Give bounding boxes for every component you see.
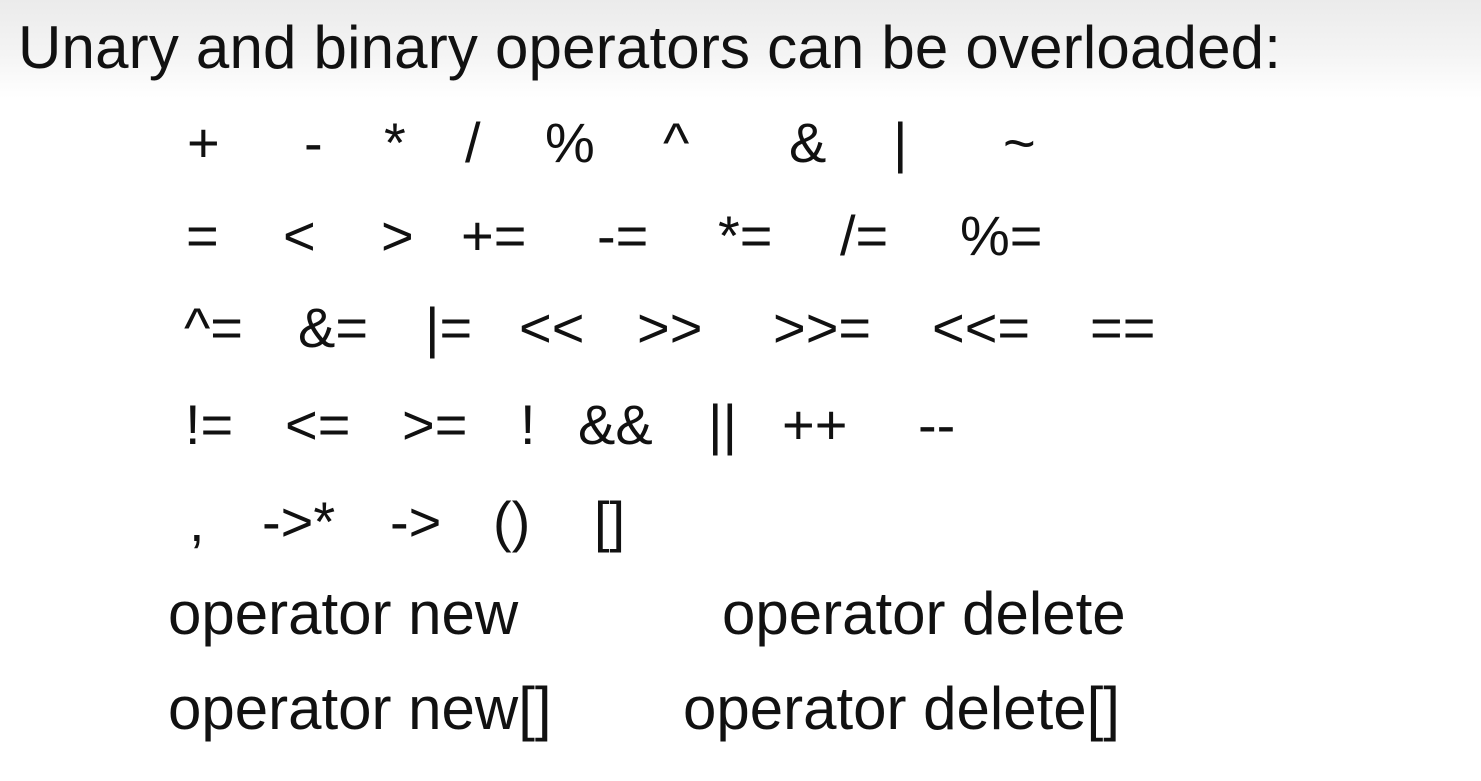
operator-token: ~	[1003, 111, 1036, 174]
operator-token: >=	[402, 393, 468, 456]
special-operators-row-1: operator new operator delete	[0, 574, 1481, 654]
operator-token: /	[465, 111, 481, 174]
operator-token: &	[789, 111, 827, 174]
title-band	[0, 0, 1481, 98]
special-operators-row-2: operator new[] operator delete[]	[0, 669, 1481, 749]
operator-token: +=	[461, 204, 527, 267]
operator-token: *=	[718, 204, 773, 267]
operator-token: &=	[298, 296, 369, 359]
operator-row-4: != <= >= ! && || ++ --	[0, 390, 1481, 460]
operator-token: ^=	[184, 296, 243, 359]
special-operator: operator delete[]	[683, 675, 1120, 742]
operator-token: !=	[185, 393, 234, 456]
operator-token: *	[384, 111, 406, 174]
operator-row-3: ^= &= |= << >> >>= <<= ==	[0, 293, 1481, 363]
operator-token: <<	[519, 296, 585, 359]
operator-token: /=	[840, 204, 889, 267]
operator-token: ->*	[262, 490, 336, 553]
operator-token: %	[545, 111, 595, 174]
special-operator: operator new[]	[168, 675, 552, 742]
operator-token: %=	[960, 204, 1043, 267]
special-operator: operator delete	[722, 580, 1126, 647]
operator-token: ==	[1090, 296, 1156, 359]
operator-token: ||	[708, 393, 738, 456]
operator-token: ()	[493, 490, 531, 553]
operator-token: -=	[597, 204, 649, 267]
operator-token: !	[520, 393, 536, 456]
operator-row-2: = < > += -= *= /= %=	[0, 201, 1481, 271]
operator-token: >>=	[773, 296, 872, 359]
operator-token: =	[186, 204, 219, 267]
operator-token: >>	[637, 296, 703, 359]
operator-token: |=	[425, 296, 473, 359]
operator-token: -	[304, 111, 323, 174]
slide-title: Unary and binary operators can be overlo…	[18, 14, 1282, 81]
operator-token: ++	[782, 393, 848, 456]
operator-token: <<=	[932, 296, 1031, 359]
operator-row-1: + - * / % ^ & | ~	[0, 108, 1481, 178]
operator-token: <=	[285, 393, 351, 456]
operator-row-5: , ->* -> () []	[0, 487, 1481, 557]
operator-token: <	[283, 204, 316, 267]
operator-token: |	[893, 111, 908, 174]
operator-token: ^	[663, 111, 690, 174]
operator-token: --	[918, 393, 956, 456]
special-operator: operator new	[168, 580, 519, 647]
operator-token: &&	[578, 393, 653, 456]
operator-token: []	[594, 490, 626, 553]
operator-token: ,	[189, 490, 205, 553]
operator-token: +	[187, 111, 220, 174]
operator-token: ->	[390, 490, 442, 553]
operator-token: >	[381, 204, 414, 267]
